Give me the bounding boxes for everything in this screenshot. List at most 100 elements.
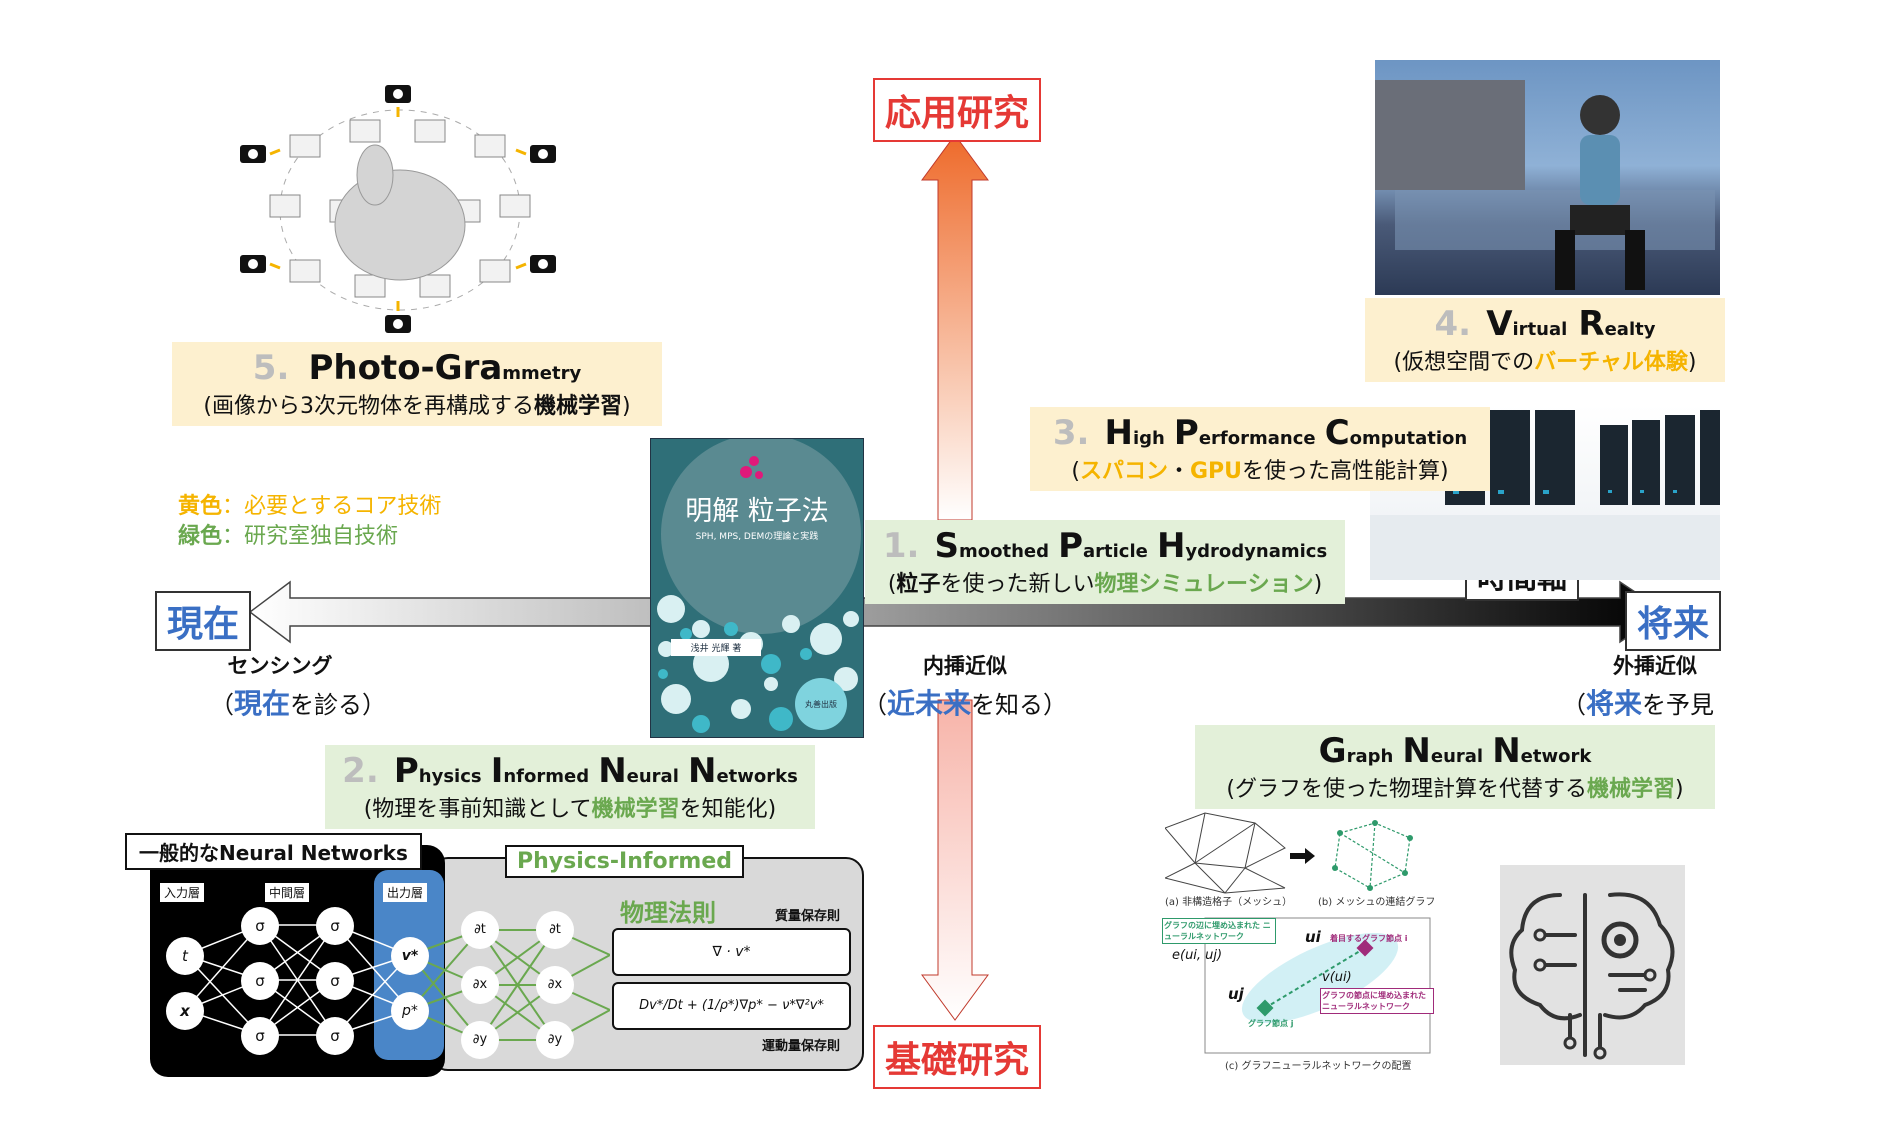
node-deriv-2-y: ∂y xyxy=(536,1021,574,1059)
item2-word-4: etworks xyxy=(716,766,798,787)
item1-desc-particle: 粒子 xyxy=(896,572,941,597)
item5-desc-2: ) xyxy=(622,394,631,419)
item5-desc-1: (画像から3次元物体を再構成する xyxy=(203,394,534,419)
item3-letter-1: H xyxy=(1104,413,1133,453)
gnn-node-j-label: グラフ節点 j xyxy=(1248,1019,1294,1028)
item3-desc-gpu: GPU xyxy=(1189,459,1243,484)
general-nn-title: 一般的なNeural Networks xyxy=(125,833,422,870)
gnn-label: Graph Neural Network (グラフを使った物理計算を代替する機械… xyxy=(1195,725,1715,809)
item5-number: 5. xyxy=(252,348,290,388)
gnn-letter-3: N xyxy=(1492,731,1521,771)
interp-open: （ xyxy=(863,691,887,719)
item3-word-1: igh xyxy=(1132,428,1165,449)
item1-number: 1. xyxy=(882,526,920,566)
node-deriv-2-t: ∂t xyxy=(536,911,574,949)
gnn-desc-2: ) xyxy=(1675,777,1684,802)
item3-desc-open: ( xyxy=(1071,459,1080,484)
node-input-t: t xyxy=(166,937,204,975)
gnn-desc-ml: 機械学習 xyxy=(1586,777,1675,802)
sensing-open: （ xyxy=(210,691,234,719)
item1-word-1: moothed xyxy=(958,541,1049,562)
node-deriv-1-x: ∂x xyxy=(461,966,499,1004)
gnn-letter-2: N xyxy=(1402,731,1431,771)
node-hidden-1-1: σ xyxy=(241,907,279,945)
bunny-shape xyxy=(334,169,466,281)
item4-letter-2: R xyxy=(1578,304,1605,344)
interp-caption: （近未来を知る） xyxy=(863,682,1067,722)
node-deriv-1-t: ∂t xyxy=(461,911,499,949)
gnn-word-1: raph xyxy=(1346,746,1394,767)
extrap-rest: を予見 xyxy=(1642,691,1715,719)
item4-label: 4. Virtual Realty (仮想空間でのバーチャル体験) xyxy=(1365,298,1725,382)
gnn-edge-equation: e(ui, uj) xyxy=(1172,948,1223,963)
gnn-caption-b: (b) メッシュの連結グラフ xyxy=(1318,897,1436,908)
gnn-word-3: etwork xyxy=(1520,746,1592,767)
vr-person-icon xyxy=(1555,95,1645,290)
gnn-letter-1: G xyxy=(1318,731,1347,771)
item4-desc-vr: バーチャル体験 xyxy=(1534,350,1688,375)
gnn-edge-nn-label: グラフの辺に埋め込まれた ニューラルネットワーク xyxy=(1162,918,1276,944)
item5-label: 5. Photo-Grammetry (画像から3次元物体を再構成する機械学習) xyxy=(172,342,662,426)
book-title: 明解 粒子法 xyxy=(685,496,829,527)
output-layer-label: 出力層 xyxy=(383,883,428,902)
item2-word-1: hysics xyxy=(418,766,482,787)
item1-desc-open: ( xyxy=(887,572,897,597)
gnn-node-equation: v(ui) xyxy=(1322,970,1352,985)
extrap-caption: （将来を予見 xyxy=(1562,682,1714,722)
sensing-caption: （現在を診る） xyxy=(210,682,386,722)
node-deriv-1-y: ∂y xyxy=(461,1021,499,1059)
legend-yellow: 黄色：必要とするコア技術 xyxy=(178,488,441,520)
interp-title: 内挿近似 xyxy=(923,654,1007,678)
node-output-p: p* xyxy=(391,992,429,1030)
brain-circuit-image xyxy=(1500,865,1685,1065)
item1-letter-2: P xyxy=(1058,526,1083,566)
book-publisher: 丸善出版 xyxy=(805,700,837,709)
item3-desc-supercomputer: スパコン xyxy=(1079,459,1168,484)
item2-letter-4: N xyxy=(687,751,717,791)
item4-word-2: ealty xyxy=(1604,319,1656,340)
interp-rest: を知る） xyxy=(971,691,1068,719)
gnn-uj-label: uj xyxy=(1228,985,1244,1003)
physics-law-label: 物理法則 xyxy=(620,899,716,927)
vr-city-inset xyxy=(1375,80,1525,190)
item3-desc-sep: ・ xyxy=(1167,459,1190,484)
item5-title-rest: mmetry xyxy=(502,363,582,384)
book-cover: 明解 粒子法 SPH, MPS, DEMの理論と実践 浅井 光輝 著 丸善出版 xyxy=(650,438,864,738)
sensing-highlight: 現在 xyxy=(234,687,291,720)
item1-word-2: article xyxy=(1083,541,1148,562)
present-label: 現在 xyxy=(155,591,252,651)
item2-word-3: eural xyxy=(626,766,679,787)
legend-yellow-key: 黄色 xyxy=(178,494,223,519)
item3-word-2: erformance xyxy=(1198,428,1316,449)
item3-number: 3. xyxy=(1052,413,1090,453)
extrap-open: （ xyxy=(1562,691,1586,719)
gnn-desc-1: (グラフを使った物理計算を代替する xyxy=(1226,777,1587,802)
mass-conservation-label: 質量保存則 xyxy=(775,909,841,924)
hidden-layer-label: 中間層 xyxy=(265,883,310,902)
gnn-node-nn-label: グラフの節点に埋め込まれた ニューラルネットワーク xyxy=(1320,988,1434,1014)
item2-letter-1: P xyxy=(393,751,419,791)
item2-word-2: nformed xyxy=(503,766,590,787)
node-deriv-2-x: ∂x xyxy=(536,966,574,1004)
sensing-rest: を診る） xyxy=(290,691,387,719)
node-output-v: v* xyxy=(391,937,429,975)
interp-highlight: 近未来 xyxy=(887,687,972,720)
basic-research-arrow xyxy=(921,699,989,1021)
item4-number: 4. xyxy=(1434,304,1472,344)
item1-label: 1. Smoothed Particle Hydrodynamics (粒子を使… xyxy=(865,520,1345,604)
item3-label: 3. High Performance Computation (スパコン・GP… xyxy=(1030,407,1490,491)
item3-word-3: omputation xyxy=(1349,428,1468,449)
item5-desc-ml: 機械学習 xyxy=(533,394,622,419)
item2-desc-2: を知能化) xyxy=(679,797,777,822)
legend-green-key: 緑色 xyxy=(178,524,223,549)
legend-green-text: ：研究室独自技術 xyxy=(222,524,399,549)
momentum-equation: Dv*/Dt + (1/ρ*)∇p* − ν*∇²v* xyxy=(612,982,851,1030)
item1-word-3: ydrodynamics xyxy=(1185,541,1328,562)
item2-number: 2. xyxy=(342,751,379,791)
book-author: 浅井 光輝 著 xyxy=(671,639,761,656)
mass-equation: ∇ · v* xyxy=(612,928,851,976)
node-hidden-2-2: σ xyxy=(316,962,354,1000)
gnn-illustration xyxy=(1165,812,1431,1054)
node-hidden-1-2: σ xyxy=(241,962,279,1000)
item2-letter-2: I xyxy=(490,751,504,791)
